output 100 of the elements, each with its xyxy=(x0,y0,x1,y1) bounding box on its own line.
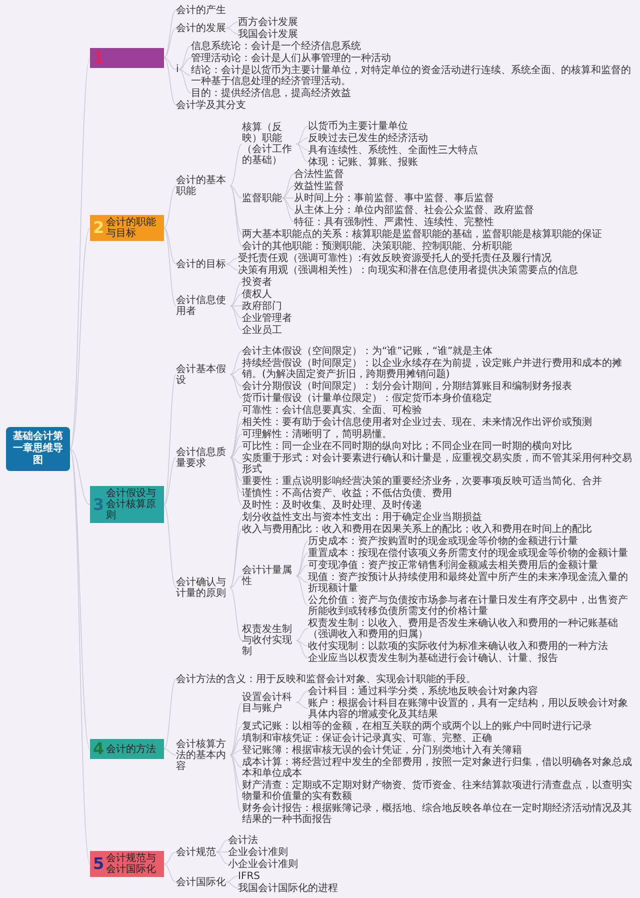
leaf-text: 公允价值：资产与负债按市场参与者在计量日发生有序交易中，出售资产所能收到或转移负债所需支付的价格计量 xyxy=(308,594,634,616)
connector-line xyxy=(70,448,90,505)
leaf-text: 体现：记账、算账、报账 xyxy=(308,156,634,168)
connector-line xyxy=(230,457,242,482)
leaf-text: 可比性：同一企业在不同时期的纵向对比；不同企业在同一时期的横向对比 xyxy=(242,440,634,452)
connector-line xyxy=(296,552,308,576)
branch-title: 会计的方法 xyxy=(106,744,156,754)
leaf-text: 债权人 xyxy=(242,288,634,300)
connector-line xyxy=(230,750,242,756)
connector-line xyxy=(226,22,238,28)
leaf-text: 小企业会计准则 xyxy=(228,858,634,870)
root-topic-box: 基础会计第一章思维导图 xyxy=(6,427,70,471)
connector-line xyxy=(70,228,90,450)
leaf-text: 重要性：重点说明影响经营决策的重要经济业务，次要事项反映可适当简化、合并 xyxy=(242,476,634,486)
leaf-text: 会计的产生 xyxy=(176,4,634,16)
connector-line xyxy=(230,410,242,458)
leaf-text: 会计方法的含义：用于反映和监督会计对象、实现会计职能的手段。 xyxy=(176,674,634,684)
branch-topic-box xyxy=(90,486,164,523)
leaf-text: 管理活动论：会计是人们从事管理的一种活动 xyxy=(190,52,634,64)
topic-label: 会计国际化 xyxy=(176,876,226,888)
connector-line xyxy=(178,69,192,76)
leaf-text: 决策有用观（强调相关性）：向现实和潜在信息使用者提供决策需要点的信息 xyxy=(238,264,634,276)
leaf-text: 会计的其他职能：预测职能、决策职能、控制职能、分析职能 xyxy=(242,240,634,252)
leaf-text: 复式记账：以相等的金额，在相互关联的两个或两个以上的账户中同时进行记录 xyxy=(242,720,634,732)
connector-line xyxy=(296,640,308,646)
connector-line xyxy=(178,58,192,70)
leaf-text: 可靠性：会计信息要真实、全面、可检验 xyxy=(242,404,634,416)
leaf-text: 持续经营假设（时间限定）：以企业永续存在为前提，设定账户并进行费用和成本的摊销。(为解决固定资产折旧，跨期费用摊销问题) xyxy=(242,358,634,380)
branch-title: 会计规范与会计国际化 xyxy=(106,853,158,875)
connector-line xyxy=(230,576,242,588)
leaf-text: 相关性：要有助于会计信息使用者对企业过去、现在、未来情况作出评价或预测 xyxy=(242,416,634,428)
leaf-text: 具有连续性、系统性、全面性三大特点 xyxy=(308,144,634,156)
connector-line xyxy=(282,186,294,198)
leaf-text: 可理解性：清晰明了，简明易懂。 xyxy=(242,428,634,440)
branch-title: 会计的职能与目标 xyxy=(106,217,158,239)
leaf-text: 历史成本：资产按购置时的现金或现金等价物的金额进行计量 xyxy=(308,536,634,546)
connector-line xyxy=(296,576,308,583)
topic-label: 会计的基本职能 xyxy=(176,175,230,197)
connector-line xyxy=(230,186,242,246)
connector-line xyxy=(230,294,242,306)
leaf-text: 企业会计准则 xyxy=(228,846,634,858)
leaf-text: 现值：资产按预计从持续使用和最终处置中所产生的未来净现金流入量的折现额计量 xyxy=(308,572,634,594)
connector-line xyxy=(164,186,176,228)
leaf-text: 会计主体假设（空间限定）：为“谁”记账，“谁”就是主体 xyxy=(242,346,634,356)
leaf-text: 会计科目：通过科学分类，系统地反映会计对象内容 xyxy=(308,686,634,696)
leaf-text: 账户：根据会计科目在账簿中设置的，具有一定结构，用以反映会计对象具体内容的增减变化及其结果 xyxy=(308,698,634,720)
topic-label: 会计的发展 xyxy=(176,22,226,34)
connector-line xyxy=(230,422,242,458)
leaf-text: 我国会计发展 xyxy=(238,28,634,40)
leaf-text: 两大基本职能点的关系：核算职能是监督职能的基础，监督职能是核算职能的保证 xyxy=(242,228,634,240)
connector-line xyxy=(164,374,176,505)
leaf-text: 政府部门 xyxy=(242,300,634,312)
connector-line xyxy=(230,368,242,375)
branch-topic-box xyxy=(90,851,164,877)
connector-line xyxy=(70,448,90,750)
connector-line xyxy=(282,174,294,198)
connector-line xyxy=(164,748,176,756)
connector-line xyxy=(164,28,176,58)
branch-topic-box xyxy=(90,215,164,241)
connector-line xyxy=(296,628,308,641)
connector-line xyxy=(164,852,176,864)
leaf-text: 财产清查：定期或不定期对财产物资、货币资金、往来结算款项进行清查盘点，以查明实物量和价值量的实有数额 xyxy=(242,780,634,802)
leaf-text: 投资者 xyxy=(242,276,634,288)
connector-line xyxy=(282,198,294,210)
connector-line xyxy=(178,46,192,70)
connector-line xyxy=(164,678,176,750)
leaf-text: 企业员工 xyxy=(242,324,634,336)
connector-line xyxy=(164,228,176,306)
leaf-text: 受托责任观（强调可靠性）:有效反映资源受托人的受托责任及履行情况 xyxy=(238,252,634,264)
connector-line xyxy=(164,504,176,588)
connector-line xyxy=(230,587,242,641)
leaf-text: 登记账簿：根据审核无误的会计凭证，分门别类地计入有关簿籍 xyxy=(242,744,634,756)
leaf-text: 货币计量假设（计量单位限定）：假定货币本身价值稳定 xyxy=(242,392,634,404)
leaf-text: 西方会计发展 xyxy=(238,16,634,28)
leaf-text: 会计法 xyxy=(228,834,634,846)
leaf-text: 划分收益性支出与资本性支出：用于确定企业当期损益 xyxy=(242,512,634,522)
connector-line xyxy=(230,144,242,186)
leaf-text: 信息系统论：会计是一个经济信息系统 xyxy=(190,40,634,52)
connector-line xyxy=(216,852,228,864)
connector-line xyxy=(296,144,308,150)
leaf-text: 企业应当以权责发生制为基础进行会计确认、计量、报告 xyxy=(308,652,634,664)
topic-label: 设置会计科目与账户 xyxy=(242,692,296,714)
branch-number: 5 xyxy=(93,856,104,872)
connector-line xyxy=(230,754,242,814)
connector-line xyxy=(230,516,242,588)
topic-label: 监督职能 xyxy=(242,192,282,204)
connector-line xyxy=(296,702,308,709)
leaf-text: 结论：会计是以货币为主要计量单位，对特定单位的资金活动进行连续、系统全面、的核算和监督的一种基于信息处理的经济管理活动。 xyxy=(190,64,634,86)
connector-line xyxy=(296,640,308,658)
leaf-text: 权责发生制：以收入、费用是否发生来确认收入和费用的一种记账基础（强调收入和费用的归属） xyxy=(308,618,634,640)
connector-line xyxy=(230,528,242,588)
connector-line xyxy=(230,306,242,330)
topic-label: i xyxy=(176,64,179,75)
leaf-text: 可变现净值：资产按正常销售利润金额减去相关费用后的金额计量 xyxy=(308,560,634,570)
connector-line xyxy=(164,228,176,264)
branch-number: 4 xyxy=(93,741,104,757)
leaf-text: 特征：具有强制性、严肃性、连续性、完整性 xyxy=(294,216,634,228)
topic-label: 核算（反映）职能（会计工作的基础） xyxy=(242,122,296,166)
connector-line xyxy=(216,840,228,852)
leaf-text: 我国会计国际化的进程 xyxy=(238,882,634,894)
